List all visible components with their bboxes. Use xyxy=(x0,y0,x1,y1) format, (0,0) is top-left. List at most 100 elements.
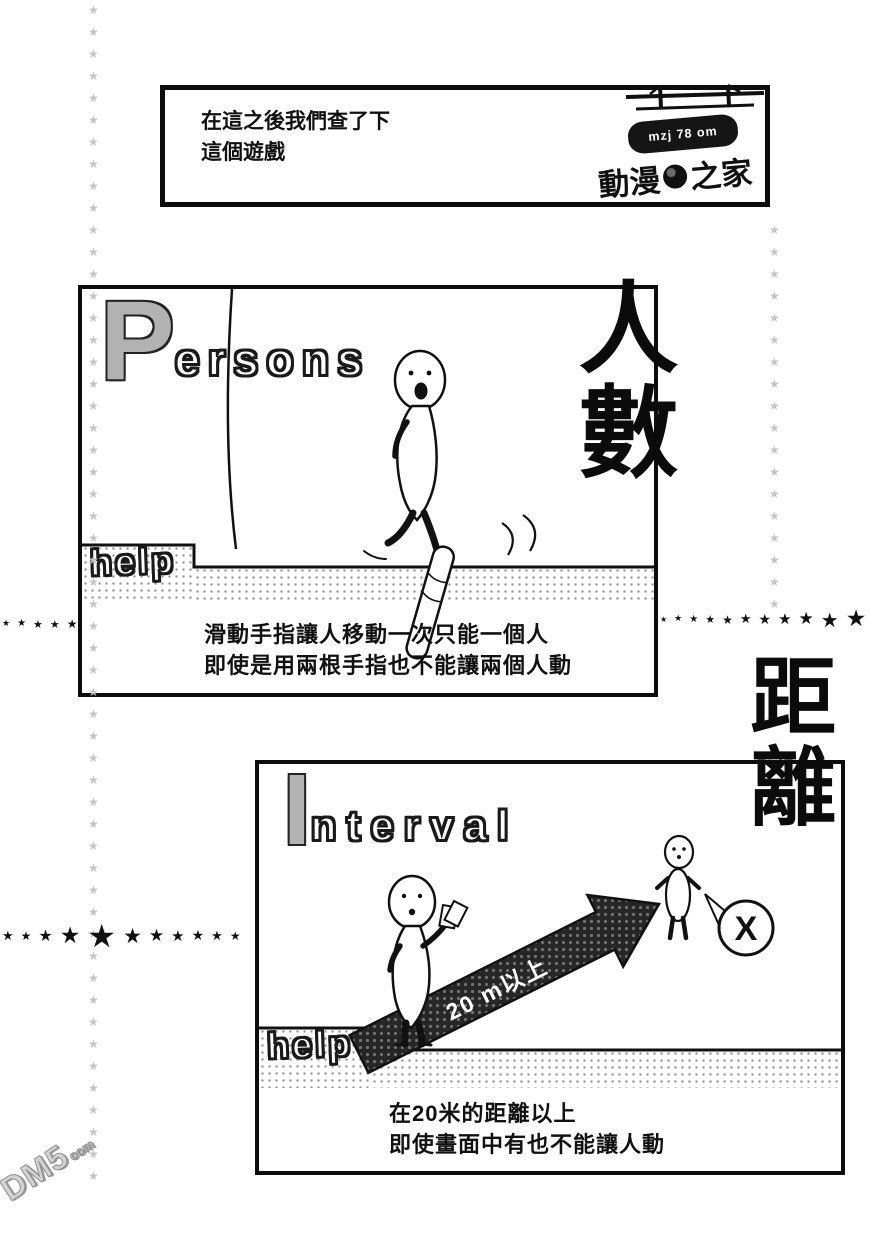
star-icon: ★ xyxy=(88,69,99,83)
star-icon: ★ xyxy=(88,619,99,633)
standing-person xyxy=(387,874,469,1048)
logo-brand-left: 動漫 xyxy=(597,162,662,204)
persons-side-label: 人數 xyxy=(563,276,675,484)
star-icon: ★ xyxy=(689,613,699,625)
star-icon: ★ xyxy=(88,135,99,149)
star-icon: ★ xyxy=(88,751,99,765)
star-icon: ★ xyxy=(769,311,780,325)
interval-caption-line-2: 即使畫面中有也不能讓人動 xyxy=(389,1132,666,1157)
star-icon: ★ xyxy=(66,617,78,631)
star-icon: ★ xyxy=(2,618,11,629)
interval-side-label: 距離 xyxy=(736,652,833,832)
star-icon: ★ xyxy=(171,926,185,945)
star-icon: ★ xyxy=(674,614,683,624)
persons-illustration xyxy=(82,289,654,660)
star-icon: ★ xyxy=(88,531,99,545)
star-icon: ★ xyxy=(17,618,27,629)
star-row-top-left: ★★★★★ xyxy=(2,618,78,630)
persons-caption: 滑動手指讓人移動一次只能一個人 即使是用兩根手指也不能讓兩個人動 xyxy=(204,619,572,681)
star-icon: ★ xyxy=(88,861,99,875)
star-icon: ★ xyxy=(88,1125,99,1139)
star-icon: ★ xyxy=(88,707,99,721)
watermark: DM5com xyxy=(0,1121,100,1208)
star-icon: ★ xyxy=(769,223,780,237)
help-label: help xyxy=(88,539,177,585)
narration-text: 在這之後我們查了下 這個遊戲 xyxy=(165,90,765,168)
interval-title-rest: nterval xyxy=(310,801,519,850)
star-icon: ★ xyxy=(778,610,792,628)
bubble-x-text: X xyxy=(735,910,758,948)
distant-person xyxy=(655,834,701,941)
star-icon: ★ xyxy=(88,157,99,171)
star-icon: ★ xyxy=(87,917,117,955)
star-icon: ★ xyxy=(845,606,867,632)
star-icon: ★ xyxy=(88,1059,99,1073)
star-icon: ★ xyxy=(769,487,780,501)
star-icon: ★ xyxy=(88,927,99,941)
star-icon: ★ xyxy=(59,922,81,949)
star-icon: ★ xyxy=(739,612,752,627)
star-icon: ★ xyxy=(88,1081,99,1095)
star-icon: ★ xyxy=(88,179,99,193)
star-icon: ★ xyxy=(88,597,99,611)
interval-panel: 20 m以上 xyxy=(255,760,845,1175)
star-icon: ★ xyxy=(88,663,99,677)
star-icon: ★ xyxy=(20,929,32,943)
star-icon: ★ xyxy=(88,333,99,347)
star-icon: ★ xyxy=(769,531,780,545)
star-icon: ★ xyxy=(148,925,165,946)
star-icon: ★ xyxy=(88,465,99,479)
star-icon: ★ xyxy=(88,1169,99,1183)
narration-line-1: 在這之後我們查了下 xyxy=(201,110,390,133)
star-icon: ★ xyxy=(769,597,780,611)
logo-ball-icon xyxy=(662,163,689,190)
star-icon: ★ xyxy=(2,928,14,944)
star-icon: ★ xyxy=(88,993,99,1007)
star-row-top-right: ★★★★★★★★★★★ xyxy=(660,608,866,631)
star-icon: ★ xyxy=(798,609,814,629)
star-icon: ★ xyxy=(88,399,99,413)
interval-title-initial: I xyxy=(283,754,311,866)
star-icon: ★ xyxy=(88,47,99,61)
star-icon: ★ xyxy=(88,575,99,589)
star-icon: ★ xyxy=(769,245,780,259)
star-icon: ★ xyxy=(88,971,99,985)
interval-caption-line-1: 在20米的距離以上 xyxy=(389,1101,577,1126)
star-icon: ★ xyxy=(88,3,99,17)
site-logo: mzj 78 om 動漫 之家 xyxy=(597,84,788,203)
star-icon: ★ xyxy=(88,223,99,237)
star-icon: ★ xyxy=(123,923,142,948)
star-icon: ★ xyxy=(88,509,99,523)
star-icon: ★ xyxy=(705,613,716,626)
star-icon: ★ xyxy=(88,685,99,699)
star-icon: ★ xyxy=(88,245,99,259)
persons-caption-line-1: 滑動手指讓人移動一次只能一個人 xyxy=(204,622,550,647)
motion-lines-icon xyxy=(501,514,537,556)
star-icon: ★ xyxy=(191,928,205,944)
finger-icon xyxy=(405,545,456,660)
star-icon: ★ xyxy=(769,333,780,347)
star-icon: ★ xyxy=(88,311,99,325)
logo-brand-right: 之家 xyxy=(688,154,754,196)
watermark-main: DM5 xyxy=(0,1137,75,1209)
star-icon: ★ xyxy=(660,614,668,624)
star-icon: ★ xyxy=(88,1037,99,1051)
walking-person xyxy=(363,349,447,567)
star-icon: ★ xyxy=(722,612,733,627)
help-platform xyxy=(82,545,194,600)
star-icon: ★ xyxy=(88,1103,99,1117)
star-icon: ★ xyxy=(769,355,780,369)
star-icon: ★ xyxy=(88,817,99,831)
star-icon: ★ xyxy=(88,883,99,897)
star-icon: ★ xyxy=(88,201,99,215)
star-icon: ★ xyxy=(88,421,99,435)
star-icon: ★ xyxy=(769,575,780,589)
star-icon: ★ xyxy=(769,443,780,457)
star-icon: ★ xyxy=(88,905,99,919)
left-star-column: ★★★★★★★★★★★★★★★★★★★★★★★★★★★★★★★★★★★★★★★★… xyxy=(88,4,99,1182)
star-icon: ★ xyxy=(769,421,780,435)
star-icon: ★ xyxy=(88,949,99,963)
star-icon: ★ xyxy=(88,1147,99,1161)
